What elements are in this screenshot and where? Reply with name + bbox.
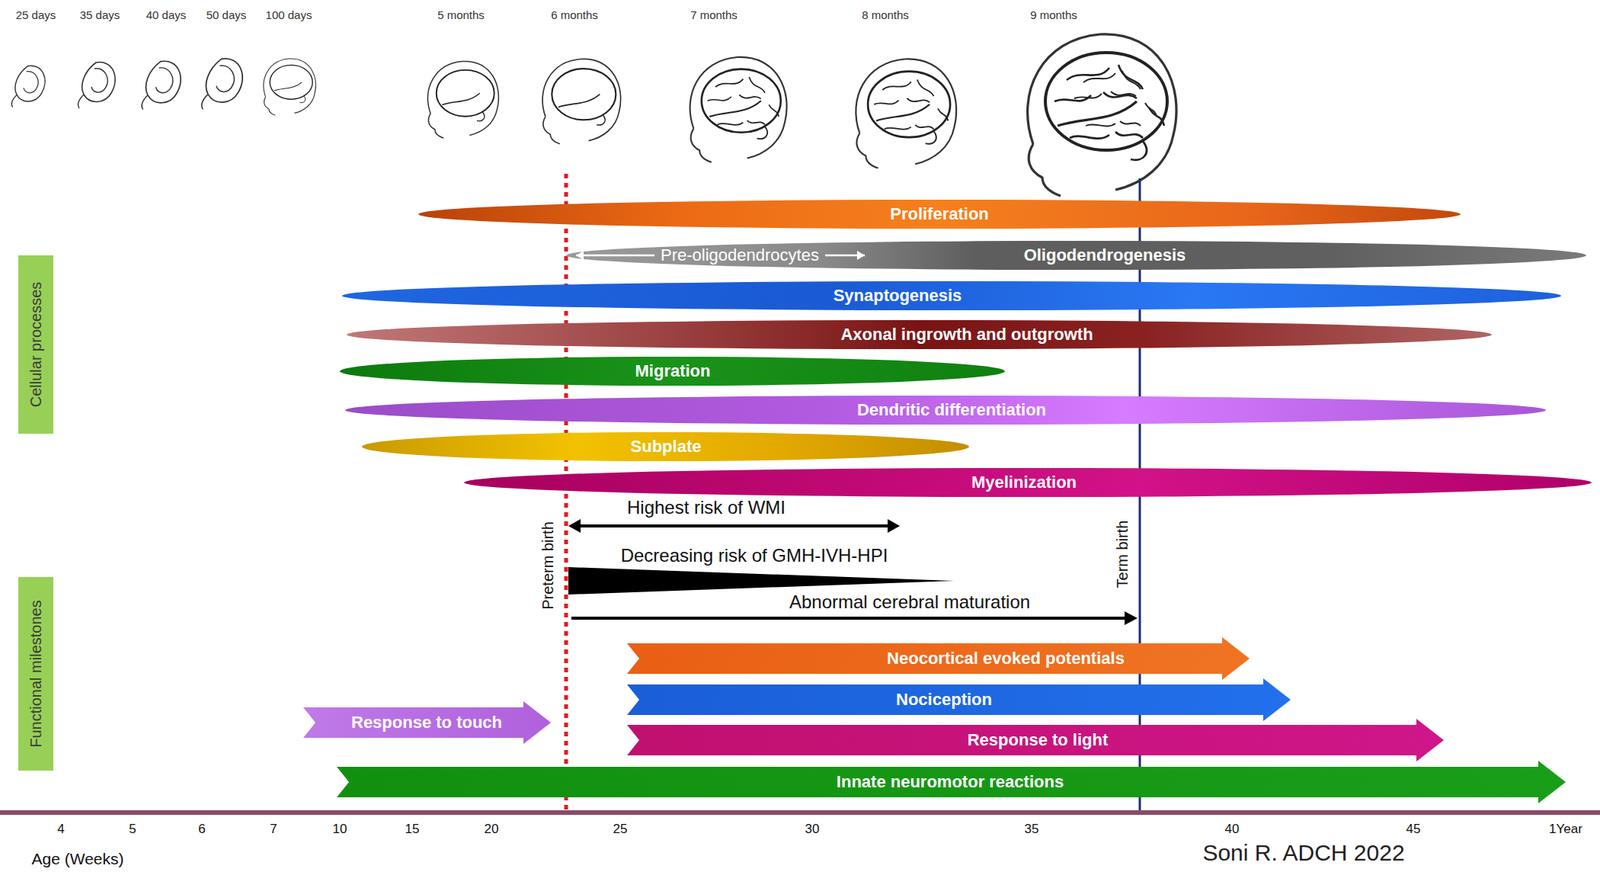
milestone-arrow: Innate neuromotor reactions xyxy=(336,760,1566,804)
age-label: 9 months xyxy=(1030,8,1078,22)
section-title: Cellular processes xyxy=(27,281,45,408)
axis-label: 30 xyxy=(805,821,820,837)
birth-marker: Term birth xyxy=(1113,520,1132,589)
age-label: 50 days xyxy=(206,8,247,22)
axis-label: 6 xyxy=(198,821,205,837)
process-band: Dendritic differentiation xyxy=(345,395,1546,425)
axis-label: 20 xyxy=(484,821,500,837)
band-label: Neocortical evoked potentials xyxy=(886,648,1125,668)
axis-label: 25 xyxy=(613,821,628,837)
band-label: Oligodendrogenesis xyxy=(1024,245,1187,265)
age-label: 25 days xyxy=(16,8,57,22)
citation-caption: Soni R. ADCH 2022 xyxy=(1202,839,1405,867)
axis-label: 4 xyxy=(57,821,64,837)
risk-label: Abnormal cerebral maturation xyxy=(789,591,1031,613)
milestone-arrow: Neocortical evoked potentials xyxy=(627,636,1250,680)
axis-label: 35 xyxy=(1024,821,1040,837)
axis-label: 45 xyxy=(1406,821,1421,837)
section-label: Cellular processes xyxy=(18,255,54,434)
axis-label: 5 xyxy=(128,821,136,837)
age-label: 6 months xyxy=(550,8,599,22)
section-title: Functional milestones xyxy=(27,599,45,747)
band-label: Innate neuromotor reactions xyxy=(836,771,1064,791)
axis-label: 1Year xyxy=(1548,821,1583,837)
band-label: Myelinization xyxy=(971,472,1077,492)
birth-marker: Preterm birth xyxy=(539,521,557,610)
milestone-arrow: Response to touch xyxy=(303,700,551,744)
section-label: Functional milestones xyxy=(18,576,54,771)
band-label: Dendritic differentiation xyxy=(857,400,1047,420)
age-label: 7 months xyxy=(690,8,738,22)
axis-label: 15 xyxy=(405,821,420,837)
age-label: 35 days xyxy=(80,8,121,22)
process-band: Pre-oligodendrocytes Oligodendrogenesis xyxy=(566,240,1587,270)
age-label: 5 months xyxy=(437,8,485,22)
band-label: Nociception xyxy=(896,689,992,709)
band-label: Proliferation xyxy=(889,204,989,224)
axis-label: 40 xyxy=(1225,821,1240,837)
band-label: Response to touch xyxy=(351,712,503,732)
process-band: Subplate xyxy=(361,432,970,461)
process-band: Myelinization xyxy=(464,467,1592,497)
milestone-arrow: Response to light xyxy=(627,718,1444,762)
process-band: Proliferation xyxy=(418,199,1461,229)
band-label: Subplate xyxy=(630,436,702,456)
axis-label: 7 xyxy=(269,821,277,837)
band-label: Synaptogenesis xyxy=(833,285,963,305)
age-label: 40 days xyxy=(146,8,187,22)
band-label: Migration xyxy=(635,361,711,381)
band-label: Response to light xyxy=(967,729,1109,749)
band-label: Axonal ingrowth and outgrowth xyxy=(840,324,1093,344)
milestone-arrow: Nociception xyxy=(627,678,1291,721)
process-band: Migration xyxy=(339,356,1005,386)
axis-label: 10 xyxy=(332,821,348,837)
risk-label: Decreasing risk of GMH-IVH-HPI xyxy=(620,544,889,567)
age-label: 8 months xyxy=(861,8,909,22)
process-band: Synaptogenesis xyxy=(342,281,1562,311)
sub-label: Pre-oligodendrocytes xyxy=(660,245,820,265)
age-label: 100 days xyxy=(265,8,313,22)
risk-label: Highest risk of WMI xyxy=(627,496,786,519)
axis-label: Age (Weeks) xyxy=(32,849,125,868)
process-band: Axonal ingrowth and outgrowth xyxy=(346,320,1492,349)
